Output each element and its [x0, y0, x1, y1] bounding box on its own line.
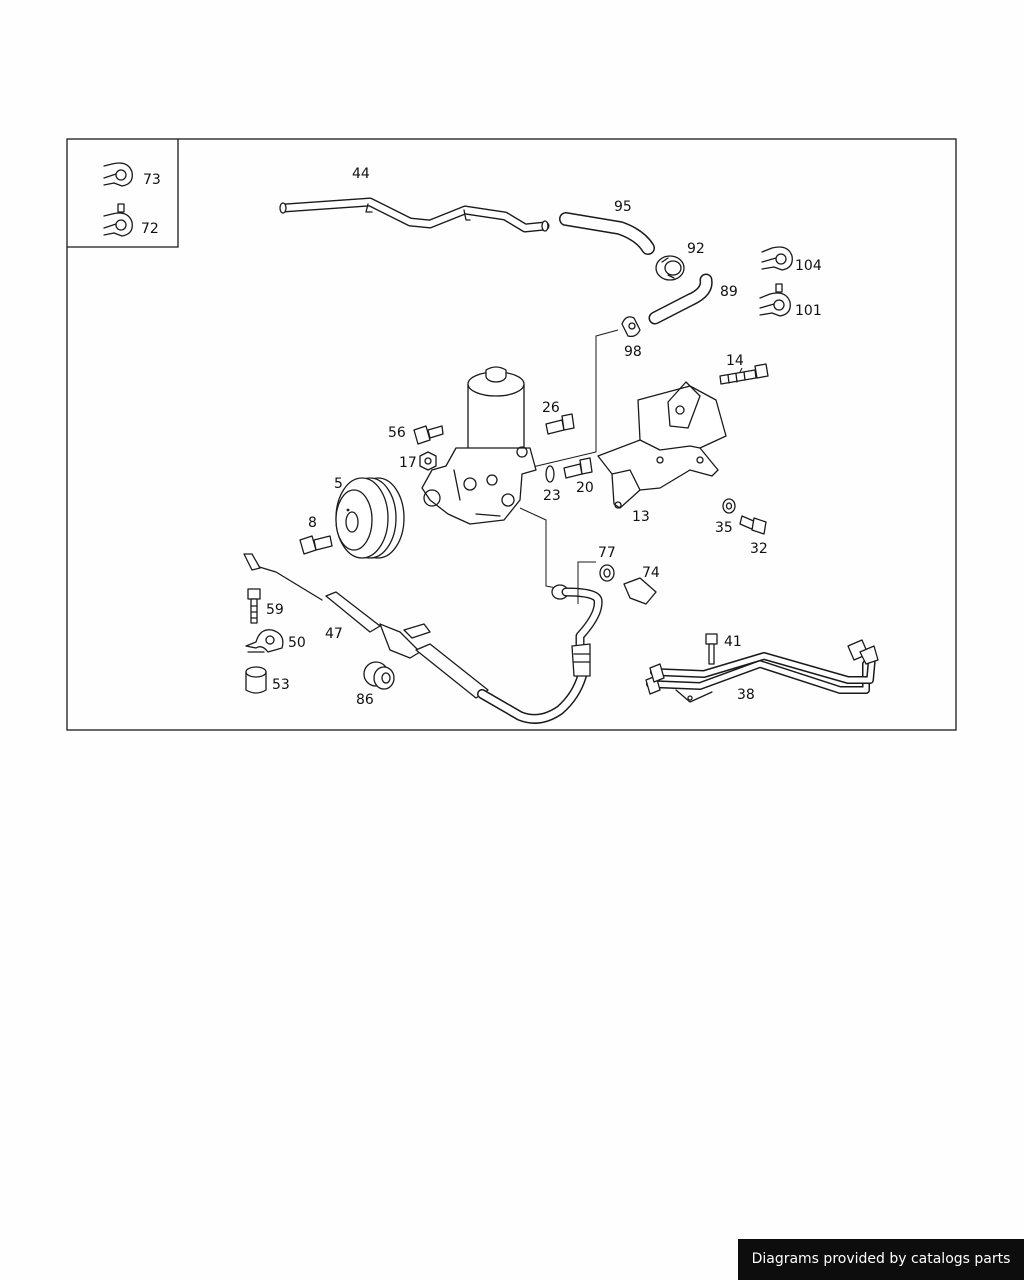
spacer-sleeve-53 [245, 666, 267, 694]
bolt-20 [563, 457, 593, 479]
callout-74: 74 [642, 565, 660, 581]
callout-72: 72 [141, 221, 159, 237]
callout-50: 50 [288, 635, 306, 651]
callout-labels: 73 72 44 95 92 104 101 89 98 14 26 56 17… [141, 166, 822, 708]
footer-credit-banner: Diagrams provided by catalogs parts [738, 1239, 1024, 1280]
hose-89 [648, 273, 713, 325]
callout-35: 35 [715, 520, 733, 536]
bolt-32 [739, 515, 767, 535]
callout-92: 92 [687, 241, 705, 257]
hose-clip-104-icon [761, 246, 793, 271]
oil-cooler-line-38 [645, 639, 879, 703]
callout-95: 95 [614, 199, 632, 215]
callout-20: 20 [576, 480, 594, 496]
clip-inset-box [67, 139, 179, 248]
callout-26: 26 [542, 400, 560, 416]
callout-104: 104 [795, 258, 822, 274]
bolt-14 [719, 363, 769, 385]
screw-59 [247, 588, 261, 624]
return-hose-95 [559, 212, 655, 255]
hose-clip-73-icon [103, 162, 133, 187]
callout-17: 17 [399, 455, 417, 471]
callout-41: 41 [724, 634, 742, 650]
leader-14 [739, 367, 743, 373]
callout-14: 14 [726, 353, 744, 369]
callout-101: 101 [795, 303, 822, 319]
callout-38: 38 [737, 687, 755, 703]
callout-47: 47 [325, 626, 343, 642]
callout-98: 98 [624, 344, 642, 360]
grommet-86 [363, 661, 395, 690]
callout-73: 73 [143, 172, 161, 188]
callout-5: 5 [334, 476, 343, 492]
pulley-5 [335, 477, 405, 559]
callout-59: 59 [266, 602, 284, 618]
callout-23: 23 [543, 488, 561, 504]
pressure-hose-47 [243, 553, 591, 724]
bolt-26 [545, 413, 575, 435]
clamp-50 [245, 629, 284, 653]
callout-8: 8 [308, 515, 317, 531]
cap-92 [655, 255, 685, 281]
callout-13: 13 [632, 509, 650, 525]
hose-clip-101-icon [759, 283, 791, 317]
callout-77: 77 [598, 545, 616, 561]
power-steering-pump [421, 366, 537, 525]
callout-86: 86 [356, 692, 374, 708]
callout-44: 44 [352, 166, 370, 182]
washer-35 [722, 498, 736, 514]
leader-77 [577, 561, 596, 604]
callout-89: 89 [720, 284, 738, 300]
callout-32: 32 [750, 541, 768, 557]
suction-hose-44 [279, 197, 550, 233]
screw-41 [705, 633, 718, 665]
bolt-8 [299, 535, 333, 555]
washer-23 [545, 465, 555, 483]
nut-17 [419, 451, 437, 471]
mounting-bracket-13 [597, 381, 727, 509]
clamp-98 [519, 316, 641, 471]
callout-53: 53 [272, 677, 290, 693]
pressure-line-fitting [519, 507, 657, 681]
diagram-frame [66, 138, 957, 731]
bolt-56 [413, 425, 444, 445]
hose-clip-72-icon [103, 203, 133, 237]
callout-56: 56 [388, 425, 406, 441]
